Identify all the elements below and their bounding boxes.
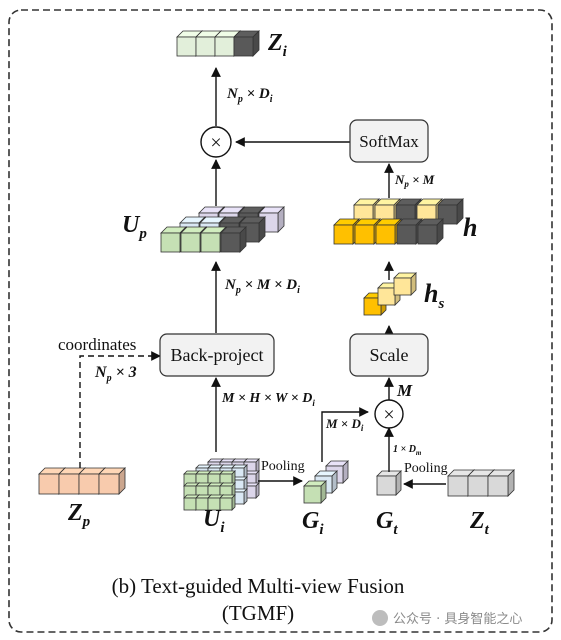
zp-row: [38, 467, 126, 495]
label-gi: Gi: [302, 508, 324, 538]
label-np-3: Np × 3: [94, 364, 137, 384]
label-mhwd: M × H × W × Di: [221, 391, 315, 408]
ui-cell: [219, 494, 236, 511]
label-ui: Ui: [203, 506, 225, 536]
connectors: [79, 67, 446, 489]
label-zi: Zi: [267, 30, 288, 60]
hs-cube: [393, 272, 417, 296]
caption-line-1: (b) Text-guided Multi-view Fusion: [112, 574, 405, 598]
zt-row: [447, 469, 515, 497]
zi-feature-row: [176, 30, 260, 57]
label-md: M × Di: [325, 416, 364, 433]
label-np-m: Np × M: [394, 172, 435, 189]
hs-scale-cubes: [363, 272, 417, 316]
label-coordinates: coordinates: [58, 335, 136, 354]
gt-cube-cell: [376, 470, 402, 496]
label-np-m-di: Np × M × Di: [224, 277, 300, 296]
arrow-gi-to-times: [321, 407, 369, 462]
label-one-dm: 1 × Dm: [393, 444, 422, 457]
watermark: 公众号 · 具身智能之心: [372, 610, 522, 627]
caption-line-2: (TGMF): [222, 601, 294, 625]
softmax-box: SoftMax: [349, 119, 429, 163]
zp-cube: [98, 467, 126, 495]
label-zt: Zt: [469, 508, 490, 538]
label-hs: hs: [424, 279, 444, 312]
times-operator-mid: ×: [374, 399, 404, 429]
gi-cube: [303, 480, 327, 504]
svg-text:Scale: Scale: [370, 345, 409, 365]
times-operator-top: ×: [200, 126, 232, 158]
svg-text:×: ×: [383, 404, 394, 426]
gi-pooled-cubes: [303, 460, 349, 504]
label-m: M: [396, 381, 413, 400]
gt-cube: [376, 470, 402, 496]
svg-text:SoftMax: SoftMax: [359, 132, 419, 151]
zi-cube: [233, 30, 260, 57]
svg-text:Back-project: Back-project: [171, 345, 264, 365]
label-up: Up: [122, 212, 147, 242]
wechat-icon: [372, 610, 388, 626]
label-h: h: [463, 213, 477, 242]
outer-dashed-frame: [8, 9, 553, 633]
label-pooling-right: Pooling: [404, 461, 448, 476]
cube-groups: [38, 30, 515, 511]
h-weight-stack: [333, 198, 464, 245]
svg-text:公众号 · 具身智能之心: 公众号 · 具身智能之心: [393, 611, 522, 627]
label-gt: Gt: [376, 508, 398, 538]
label-zp: Zp: [67, 500, 91, 530]
h-cube: [417, 218, 444, 245]
scale-box: Scale: [349, 333, 429, 377]
svg-text:×: ×: [210, 132, 221, 154]
label-pooling-left: Pooling: [261, 459, 305, 474]
back-project-box: Back-project: [159, 333, 275, 377]
ui-cell: [231, 488, 248, 505]
up-cube: [220, 226, 247, 253]
arrow-zp-to-backproject-dashed: [79, 351, 161, 468]
zt-cube: [487, 469, 515, 497]
ui-volume: [183, 458, 260, 511]
up-feature-stack: [160, 206, 285, 253]
label-np-di: Np × Di: [226, 86, 273, 105]
